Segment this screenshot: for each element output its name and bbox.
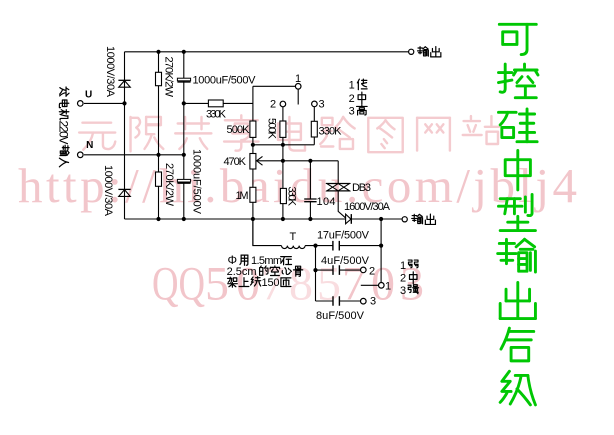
svg-text:104: 104 — [317, 196, 336, 208]
svg-text:3: 3 — [370, 295, 376, 307]
svg-text:3: 3 — [400, 285, 406, 297]
svg-text:8uF/500V: 8uF/500V — [316, 310, 365, 322]
svg-text:4uF/500V: 4uF/500V — [321, 255, 370, 267]
svg-text:1000V/30A: 1000V/30A — [102, 165, 114, 217]
svg-text:2: 2 — [369, 265, 375, 277]
svg-text:3: 3 — [318, 98, 324, 110]
svg-text:1M: 1M — [236, 190, 249, 202]
svg-text:1: 1 — [385, 280, 391, 292]
svg-text:500K: 500K — [266, 118, 278, 140]
svg-text:2: 2 — [349, 93, 355, 105]
svg-text:1000uF/500V: 1000uF/500V — [191, 149, 203, 215]
svg-text:17uF/500V: 17uF/500V — [317, 230, 370, 242]
svg-text:QQ: QQ — [152, 258, 205, 311]
svg-text:1: 1 — [400, 260, 406, 272]
svg-text:2: 2 — [400, 273, 406, 285]
svg-text:1.5mm: 1.5mm — [251, 255, 282, 267]
svg-text:Φ: Φ — [228, 253, 238, 267]
svg-text:150: 150 — [262, 277, 280, 289]
svg-text:N: N — [86, 140, 93, 151]
svg-text:3: 3 — [349, 105, 355, 117]
svg-text:500K: 500K — [227, 124, 251, 136]
svg-text:2.5cm: 2.5cm — [227, 266, 257, 278]
svg-text:1: 1 — [295, 73, 301, 85]
svg-text:http://hi.baidu.com/jblj4: http://hi.baidu.com/jblj4 — [18, 158, 577, 213]
svg-text:1600V/30A: 1600V/30A — [344, 201, 391, 213]
svg-text:330K: 330K — [206, 108, 227, 120]
svg-text:270K/2W: 270K/2W — [162, 57, 174, 98]
svg-text:U: U — [85, 89, 92, 100]
svg-text:1000V/30A: 1000V/30A — [104, 46, 116, 98]
svg-text:330K: 330K — [319, 125, 343, 137]
svg-text:DB3: DB3 — [352, 182, 371, 194]
svg-text:1: 1 — [349, 80, 355, 92]
svg-text:2: 2 — [270, 98, 276, 110]
svg-text:220V: 220V — [57, 121, 71, 145]
svg-text:T: T — [290, 231, 297, 243]
svg-text:470K: 470K — [224, 156, 247, 168]
svg-text:330K: 330K — [286, 187, 298, 207]
svg-text:270K/2W: 270K/2W — [163, 163, 175, 207]
svg-text:1000uF/500V: 1000uF/500V — [193, 75, 257, 87]
